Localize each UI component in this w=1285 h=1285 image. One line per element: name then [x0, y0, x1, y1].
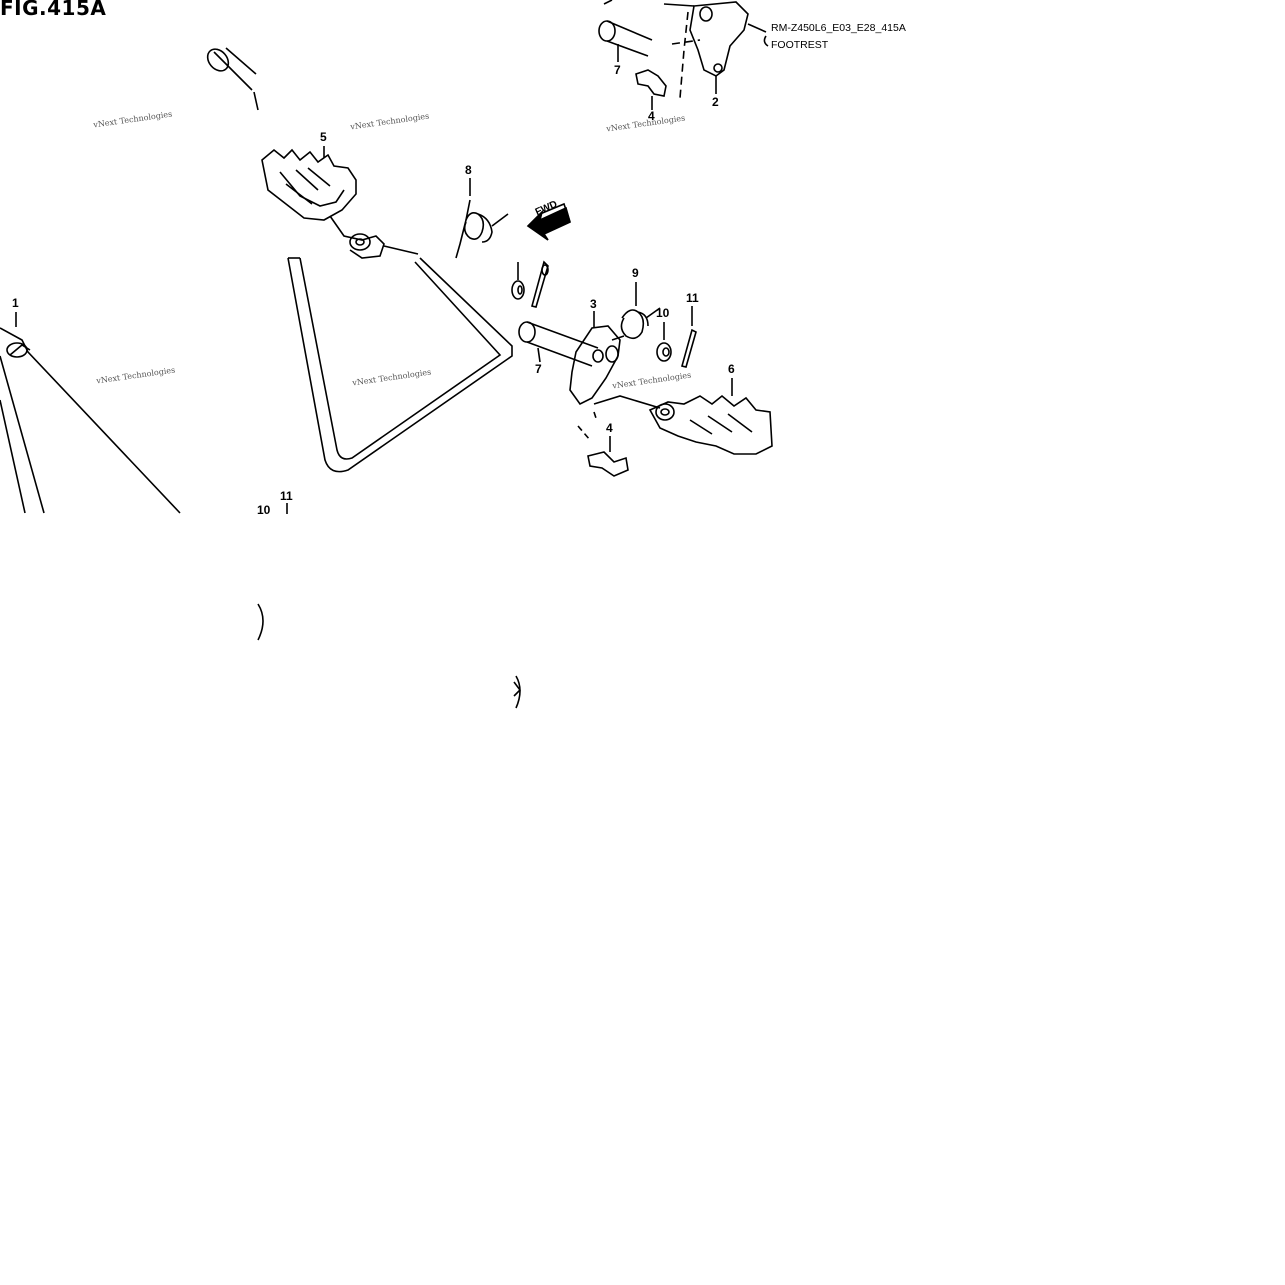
callout-6: 6 [728, 362, 735, 376]
frame-part-1 [0, 312, 181, 514]
callout-10: 10 [257, 503, 271, 517]
bracket-2 [603, 0, 749, 99]
bolt-4-lower [587, 436, 629, 477]
stand-frame [287, 257, 513, 473]
bolt-4-upper [635, 69, 667, 110]
cotter-pin-11-right [681, 306, 697, 368]
callout-2: 2 [712, 95, 719, 109]
pin-7-upper [598, 20, 653, 62]
callout-11: 11 [686, 291, 699, 305]
tube-part [206, 47, 259, 111]
callout-11: 11 [280, 489, 293, 503]
callout-9: 9 [632, 266, 639, 280]
callout-3: 3 [590, 297, 597, 311]
leader-hook [763, 35, 769, 47]
callout-7: 7 [614, 63, 621, 77]
callout-5: 5 [320, 130, 327, 144]
callout-10: 10 [656, 306, 670, 320]
washer-10-left [511, 262, 525, 300]
pin-7-lower [518, 321, 599, 367]
figure-title: FIG.415A [0, 0, 107, 20]
callout-1: 1 [12, 296, 19, 310]
footpeg-6 [648, 378, 773, 455]
callout-7: 7 [535, 362, 542, 376]
spring-9 [611, 282, 661, 341]
callout-4: 4 [606, 421, 613, 435]
detail-fragment [257, 503, 522, 709]
washer-10-right [656, 322, 672, 362]
cotter-pin-11-left [531, 260, 549, 308]
bracket-3 [569, 311, 661, 441]
leader-line [747, 23, 767, 33]
callout-8: 8 [465, 163, 472, 177]
spring-8 [455, 178, 509, 259]
fwd-arrow-icon [526, 202, 571, 241]
figure-caption: FOOTREST [771, 39, 829, 51]
footpeg-5 [261, 146, 419, 259]
callout-4: 4 [648, 109, 655, 123]
figure-code: RM-Z450L6_E03_E28_415A [771, 22, 906, 34]
